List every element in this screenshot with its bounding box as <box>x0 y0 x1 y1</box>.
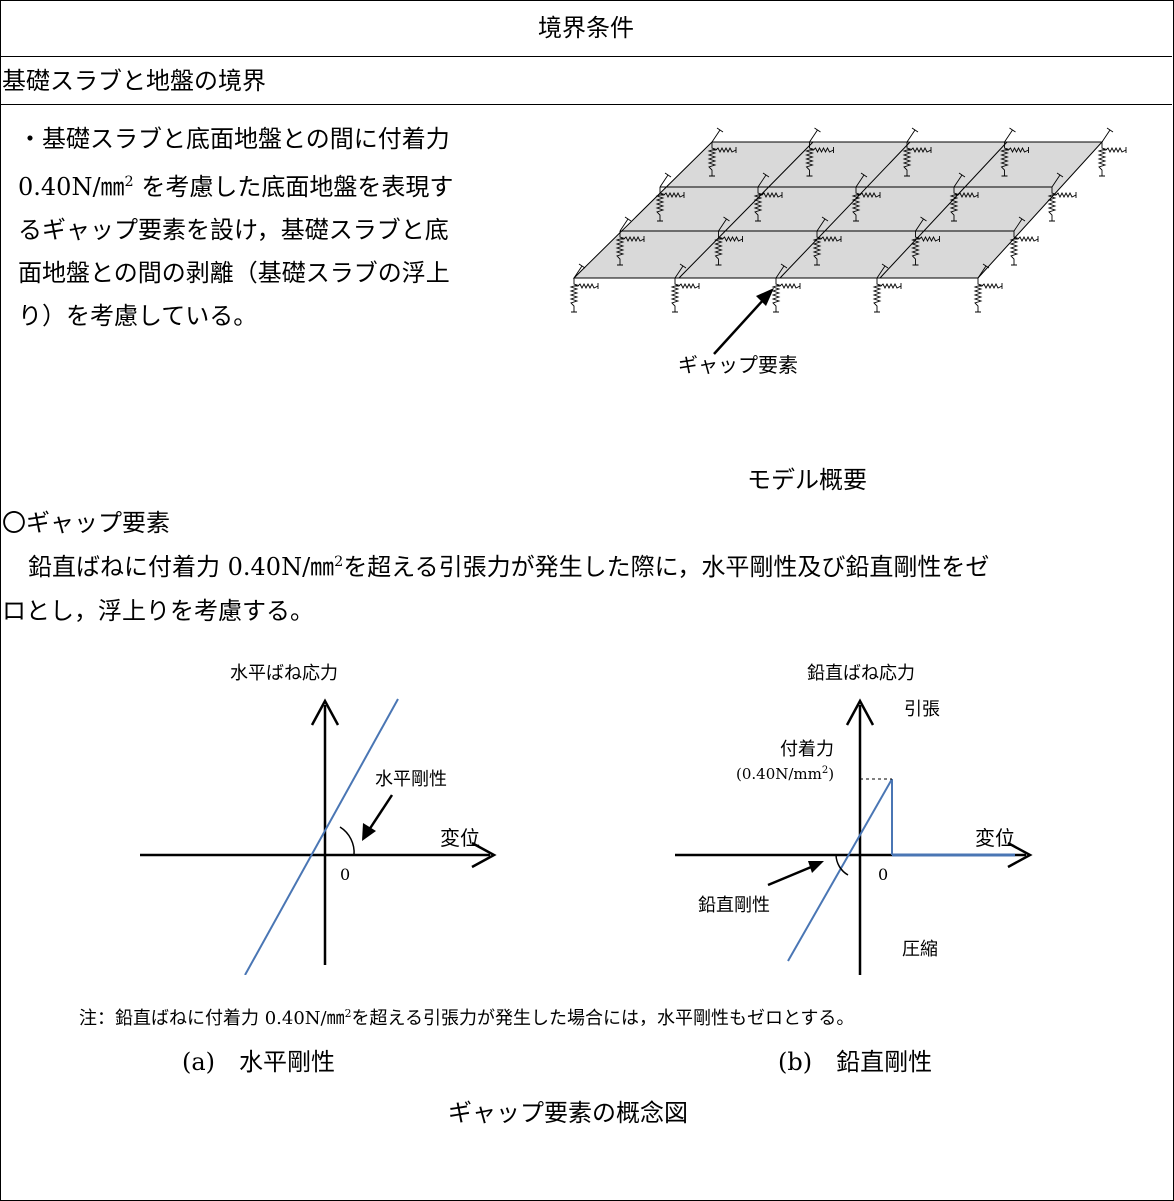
model-diagram <box>569 127 1127 355</box>
spring-node <box>1047 172 1077 222</box>
spring-node <box>1097 127 1127 177</box>
spring-node <box>569 263 599 313</box>
graph-a-slope-label: 水平剛性 <box>375 769 447 790</box>
desc-line-2a: 0.40N/㎜ <box>18 173 125 201</box>
spring-node <box>902 127 932 177</box>
graph-b-x-label: 変位 <box>975 826 1015 850</box>
graph-b-adhesion: 付着力 <box>780 739 834 760</box>
gap-arrow <box>713 288 774 355</box>
desc-line-3: るギャップ要素を設け，基礎スラブと底 <box>18 216 449 244</box>
header-title: 境界条件 <box>0 0 1172 57</box>
note: 注：鉛直ばねに付着力 0.40N/㎜2を超える引張力が発生した場合には，水平剛性… <box>79 1004 854 1030</box>
spring-node <box>707 127 737 177</box>
graph-vertical: 鉛直ばね応力 引張 圧縮 付着力 (0.40N/mm2) 変位 0 鉛直剛性 <box>675 663 1033 975</box>
spring-node <box>872 263 902 313</box>
model-caption: モデル概要 <box>747 466 867 494</box>
spring-node <box>805 127 834 177</box>
section-label: 基礎スラブと地盤の境界 <box>0 57 1172 105</box>
desc-line-4: 面地盤との間の剥離（基礎スラブの浮上 <box>18 259 450 287</box>
gap-text-2: ロとし，浮上りを考慮する。 <box>2 597 314 625</box>
note-b: を超える引張力が発生した場合には，水平剛性もゼロとする。 <box>351 1008 855 1029</box>
graph-a-title: 水平ばね応力 <box>230 663 338 684</box>
graph-b-origin: 0 <box>878 865 888 884</box>
gap-text-1a: 鉛直ばねに付着力 0.40N/㎜ <box>28 553 335 581</box>
spring-node <box>973 263 1003 313</box>
graph-b-slope-label: 鉛直剛性 <box>698 895 770 916</box>
spring-node <box>1000 127 1029 177</box>
graph-a-x-label: 変位 <box>440 826 480 850</box>
graph-b-compression: 圧縮 <box>902 939 938 960</box>
spring-node <box>812 216 842 266</box>
gap-springs <box>569 127 1127 313</box>
gap-superscript: 2 <box>334 554 344 570</box>
spring-node <box>615 216 645 266</box>
gap-element-label: ギャップ要素 <box>678 353 798 377</box>
desc-superscript: 2 <box>124 174 134 190</box>
spring-node <box>771 263 801 313</box>
caption-a: (a) 水平剛性 <box>182 1048 336 1076</box>
desc-line-2b: を考慮した底面地盤を表現す <box>141 173 454 201</box>
gap-text-1: 鉛直ばねに付着力 0.40N/㎜2を超える引張力が発生した際に，水平剛性及び鉛直… <box>28 547 989 582</box>
spring-node <box>714 216 743 266</box>
spring-node <box>949 172 979 222</box>
graph-a-origin: 0 <box>340 865 350 884</box>
graph-b-tension: 引張 <box>904 699 940 720</box>
caption-b: (b) 鉛直剛性 <box>778 1048 933 1076</box>
desc-line-1: ・基礎スラブと底面地盤との間に付着力 <box>18 125 450 153</box>
spring-node <box>670 263 700 313</box>
gap-heading: 〇ギャップ要素 <box>2 509 170 537</box>
spring-node <box>655 172 685 222</box>
graph-b-title: 鉛直ばね応力 <box>807 663 915 684</box>
spring-node <box>1009 216 1039 266</box>
note-a: 注：鉛直ばねに付着力 0.40N/㎜ <box>79 1008 345 1029</box>
graph-b-adhesion-value: (0.40N/mm2) <box>736 765 834 783</box>
gap-text-1b: を超える引張力が発生した際に，水平剛性及び鉛直剛性をゼ <box>343 553 990 581</box>
graph-horizontal: 水平ばね応力 水平剛性 変位 0 <box>140 663 497 975</box>
spring-node <box>851 172 881 222</box>
desc-line-2: 0.40N/㎜2 を考慮した底面地盤を表現す <box>18 161 558 209</box>
description: ・基礎スラブと底面地盤との間に付着力 0.40N/㎜2 を考慮した底面地盤を表現… <box>18 118 558 338</box>
note-superscript: 2 <box>344 1007 352 1020</box>
spring-node <box>753 172 783 222</box>
spring-node <box>911 216 940 266</box>
figure-caption: ギャップ要素の概念図 <box>448 1099 688 1127</box>
slab-grid <box>572 141 1104 279</box>
desc-line-5: り）を考慮している。 <box>18 302 258 330</box>
